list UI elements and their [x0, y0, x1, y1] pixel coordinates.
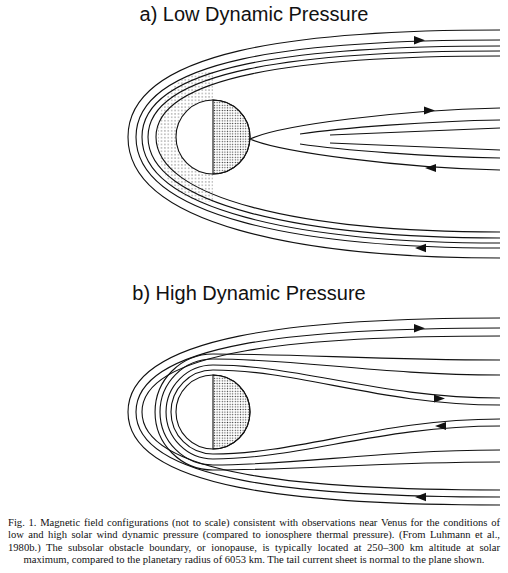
field-line: [136, 40, 500, 248]
field-arrow: [435, 422, 446, 430]
draped-field-line: [160, 359, 500, 465]
tail-field-line: [330, 143, 500, 150]
field-line: [136, 328, 500, 497]
field-line: [142, 336, 500, 490]
draped-field-line: [155, 354, 500, 470]
tail-field-line: [250, 108, 500, 170]
field-arrow: [425, 164, 436, 172]
tail-field-line: [300, 144, 500, 158]
draped-field-line: [171, 370, 500, 454]
draped-field-line: [166, 365, 500, 459]
planet-night-side: [213, 375, 250, 449]
field-line: [142, 46, 500, 243]
planet-outline: [176, 375, 250, 449]
tail-field-line: [330, 128, 500, 135]
panel-title: a) Low Dynamic Pressure: [104, 3, 404, 26]
field-line: [128, 318, 500, 505]
field-arrow: [414, 36, 425, 45]
planet-outline: [176, 100, 250, 174]
field-arrow: [415, 244, 426, 253]
field-line: [156, 56, 500, 232]
tail-field-line: [300, 120, 500, 134]
field-line: [128, 30, 500, 258]
field-arrow: [415, 493, 426, 502]
field-arrow: [434, 395, 445, 403]
field-arrow: [424, 107, 435, 115]
field-line: [148, 51, 500, 238]
planet-night-side: [213, 100, 250, 174]
field-arrow: [414, 324, 425, 333]
panel-title: b) High Dynamic Pressure: [99, 282, 399, 305]
figure-caption: Fig. 1. Magnetic field configurations (n…: [8, 517, 500, 567]
